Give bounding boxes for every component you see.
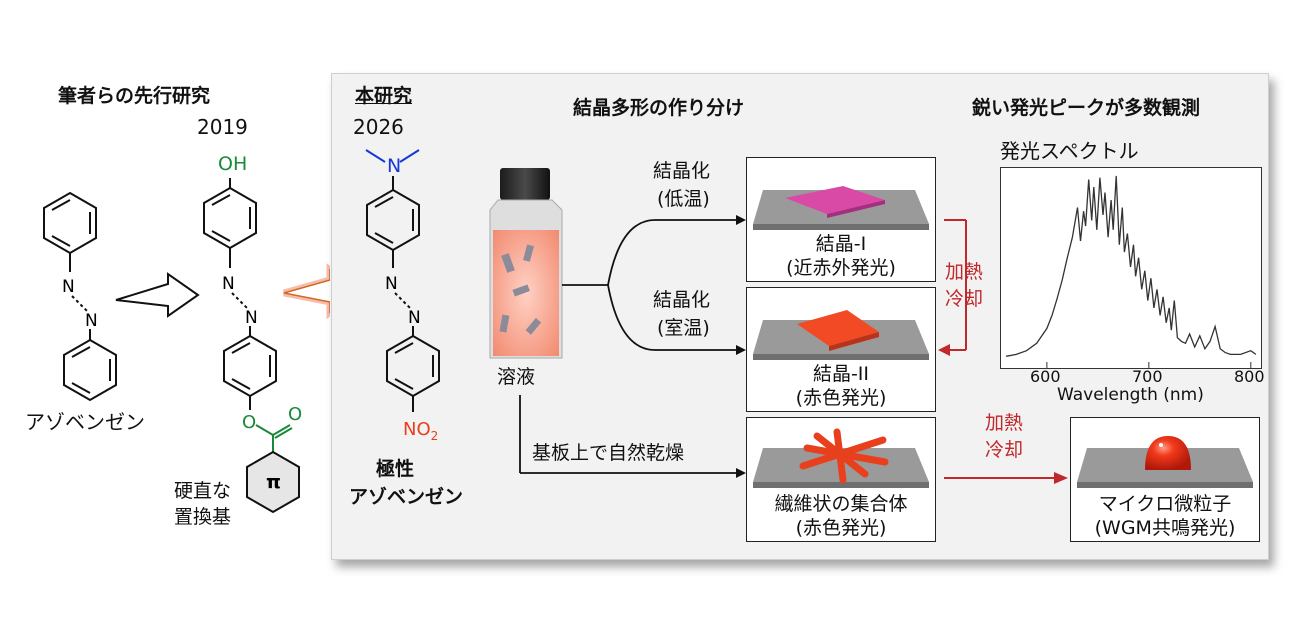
crystal-2-illustration xyxy=(753,310,929,360)
this-work-title: 本研究 xyxy=(355,85,413,107)
spectrum-series-line xyxy=(1005,175,1257,357)
crystal-speck xyxy=(501,253,515,273)
azo-n2-label: N xyxy=(85,311,98,331)
prior-work-structures: N N OH N N O O π xyxy=(43,153,330,514)
cool-label-1: 冷却 xyxy=(945,288,984,310)
po-n1-label: N xyxy=(222,274,235,294)
polar-label-1: 極性 xyxy=(376,458,415,480)
ester-o2-label: O xyxy=(288,404,302,425)
prior-work-title: 筆者らの先行研究 xyxy=(58,85,211,107)
microparticle-label-1: マイクロ微粒子 xyxy=(1098,493,1232,515)
x-tick-700: 700 xyxy=(1132,367,1163,386)
amine-n-label: N xyxy=(387,155,401,177)
spectrum-title: 発光スペクトル xyxy=(1000,139,1139,163)
heat-label-1: 加熱 xyxy=(945,261,984,283)
crystal-speck xyxy=(525,317,542,335)
fiber-box: 繊維状の集合体 (赤色発光) xyxy=(746,417,936,542)
crystal-1-label-2: (近赤外発光) xyxy=(786,257,896,279)
path-room-temp-2: (室温) xyxy=(657,317,710,339)
fiber-illustration xyxy=(753,428,929,488)
flow-diagram xyxy=(489,168,746,478)
spectrum-heading: 鋭い発光ピークが多数観測 xyxy=(972,97,1201,119)
solution-label: 溶液 xyxy=(497,366,536,388)
this-work-year: 2026 xyxy=(353,115,404,139)
rigid-substituent-label-2: 置換基 xyxy=(174,506,232,528)
path-low-temp-2: (低温) xyxy=(657,188,710,210)
crystal-1-box: 結晶-I (近赤外発光) xyxy=(746,157,936,282)
polar-label-2: アゾベンゼン xyxy=(349,486,464,508)
microparticle-illustration xyxy=(1077,436,1253,488)
tw-n2-label: N xyxy=(408,308,421,328)
fiber-label-1: 繊維状の集合体 xyxy=(774,493,908,515)
crystal-1-label-1: 結晶-I xyxy=(815,233,867,255)
vial xyxy=(489,168,563,359)
oh-group-label: OH xyxy=(218,153,247,175)
x-tick-800: 800 xyxy=(1234,367,1265,386)
crystal-speck xyxy=(512,284,530,297)
ester-o-label: O xyxy=(242,412,256,433)
prior-work-year: 2019 xyxy=(197,115,248,139)
rigid-substituent-label-1: 硬直な xyxy=(174,480,232,502)
cool-label-2: 冷却 xyxy=(985,439,1024,461)
tw-n1-label: N xyxy=(385,274,398,294)
pi-hexagon xyxy=(246,450,300,514)
open-arrow-1 xyxy=(115,272,200,318)
microparticle-label-2: (WGM共鳴発光) xyxy=(1094,517,1236,539)
azo-n1-label: N xyxy=(62,277,75,297)
azobenzene-label: アゾベンゼン xyxy=(25,410,145,434)
microparticle-box: マイクロ微粒子 (WGM共鳴発光) xyxy=(1070,417,1260,542)
crystal-2-box: 結晶-II (赤色発光) xyxy=(746,287,936,412)
x-axis-label: Wavelength (nm) xyxy=(1057,385,1204,405)
nitro-label: NO2 xyxy=(403,419,438,443)
x-tick-600: 600 xyxy=(1030,367,1061,386)
polymorph-heading: 結晶多形の作り分け xyxy=(573,97,745,119)
pi-label: π xyxy=(266,471,281,493)
heat-cool-bracket xyxy=(938,219,967,356)
path-room-temp-1: 結晶化 xyxy=(653,289,711,311)
crystal-2-label-1: 結晶-II xyxy=(812,363,870,385)
heat-label-2: 加熱 xyxy=(985,412,1024,434)
this-work-molecule: N N N NO2 xyxy=(365,149,440,443)
path-dry-label: 基板上で自然乾燥 xyxy=(532,442,685,464)
heat-cool-arrow xyxy=(944,472,1068,484)
azobenzene-molecule xyxy=(43,191,117,402)
po-n2-label: N xyxy=(245,308,258,328)
crystal-2-label-2: (赤色発光) xyxy=(795,387,887,409)
spectrum-plot xyxy=(1005,175,1257,368)
crystal-speck xyxy=(523,244,534,262)
open-arrow-2 xyxy=(283,268,330,314)
crystal-speck xyxy=(499,314,510,333)
crystal-1-illustration xyxy=(753,186,929,230)
fiber-label-2: (赤色発光) xyxy=(795,517,887,539)
spectrum-frame xyxy=(1000,167,1262,369)
path-low-temp-1: 結晶化 xyxy=(653,160,711,182)
ester-group xyxy=(255,424,293,452)
prior-work-molecule xyxy=(203,178,277,410)
